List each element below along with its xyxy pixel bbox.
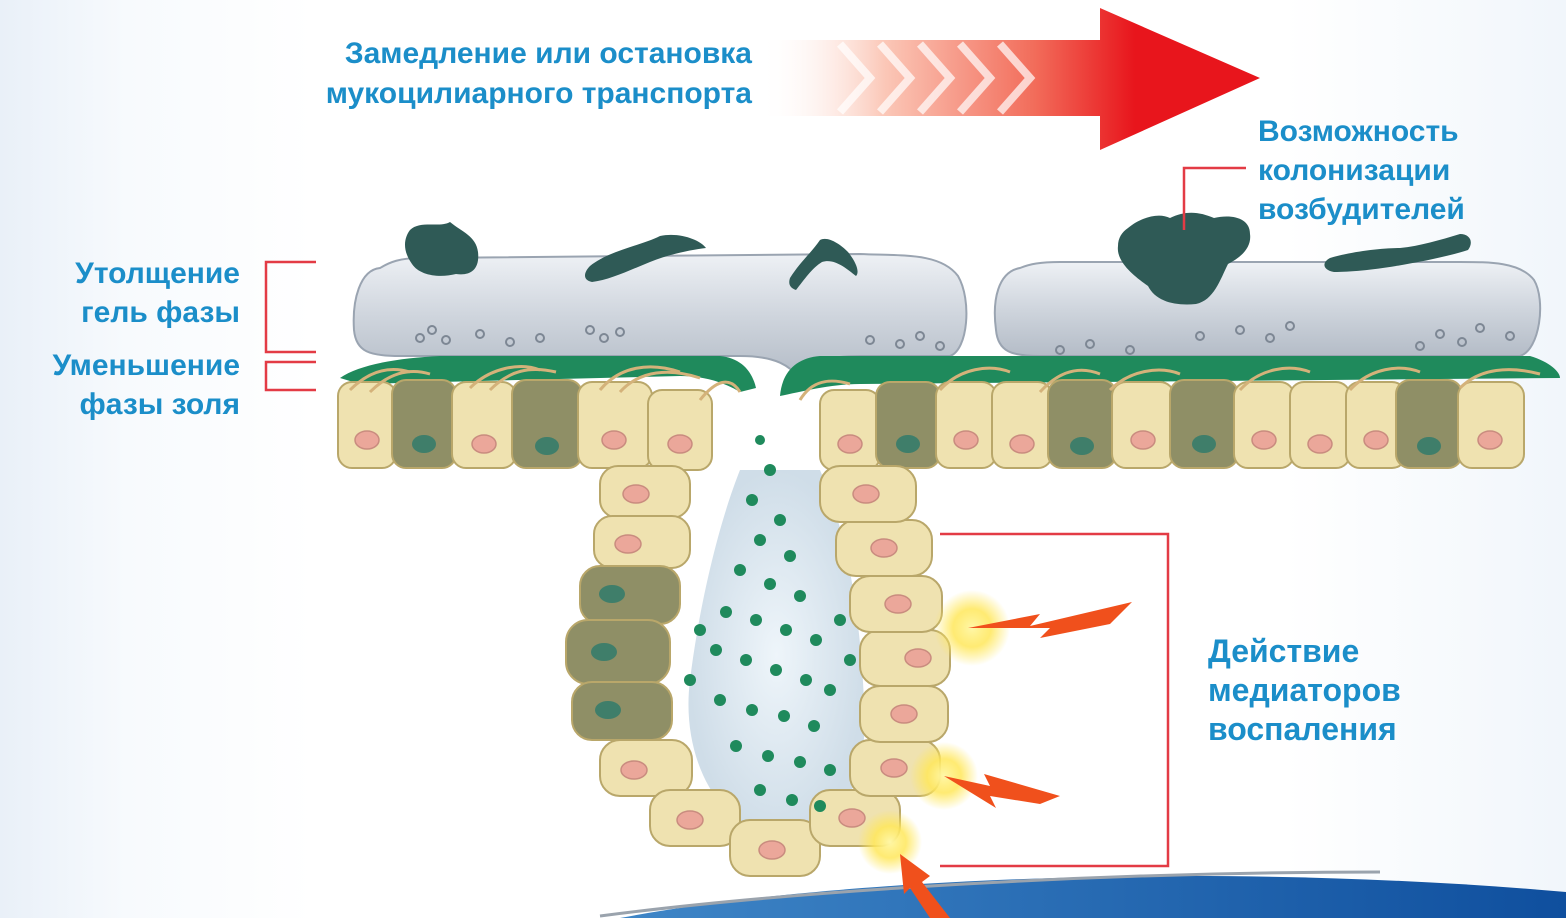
pathogen-colonization-label: Возможность колонизации возбудителей (1258, 112, 1558, 229)
gel-bracket (266, 262, 316, 352)
sol-reduction-label: Уменьшение фазы золя (0, 346, 240, 424)
mediators-bracket (940, 534, 1168, 866)
transport-slowdown-label: Замедление или остановка мукоцилиарного … (0, 34, 752, 114)
surface-epithelium (338, 380, 1524, 470)
gel-thickening-label: Утолщение гель фазы (0, 254, 240, 332)
inflammation-mediators-label: Действие медиаторов воспаления (1208, 632, 1508, 749)
bottom-wave (620, 876, 1566, 918)
mucociliary-arrow (760, 8, 1260, 150)
sol-bracket (266, 362, 316, 390)
